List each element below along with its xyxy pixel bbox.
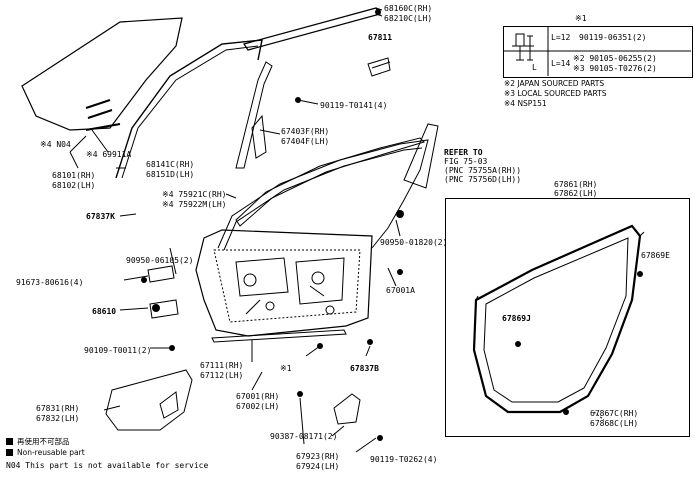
legend-part-90105-t0276: ※3 90105-T0276(2): [573, 64, 657, 73]
part-label[interactable]: 68102(LH): [52, 181, 96, 190]
part-label[interactable]: ※1: [280, 364, 292, 373]
door-shield: [105, 369, 193, 431]
part-label[interactable]: 67924(LH): [296, 462, 340, 471]
door-lower-seal: [211, 329, 347, 343]
part-label[interactable]: 68101(RH): [52, 171, 96, 180]
legend-length-14: L=14: [551, 59, 571, 68]
part-label[interactable]: 90387-08171(2): [270, 432, 338, 441]
part-label[interactable]: 67811: [368, 33, 393, 42]
door-stay: [333, 393, 361, 425]
legend-part-90119: 90119-06351(2): [579, 33, 647, 42]
part-label[interactable]: 67867C(RH): [590, 409, 639, 418]
glass-run: [115, 39, 263, 179]
part-label[interactable]: 67861(RH): [554, 180, 598, 189]
part-label[interactable]: 67831(RH): [36, 404, 80, 413]
note-japan: ※2 JAPAN SOURCED PARTS: [504, 79, 605, 88]
frame-moulding: [235, 137, 425, 227]
part-label[interactable]: 67869J: [502, 314, 531, 323]
footer-n04-note: N04 This part is not available for servi…: [6, 461, 209, 470]
part-label[interactable]: 67832(LH): [36, 414, 80, 423]
part-label[interactable]: ※4 N04: [40, 140, 71, 149]
refer-label[interactable]: REFER TO: [444, 148, 483, 157]
fastener-legend: [503, 26, 693, 78]
division-bar: [235, 61, 273, 169]
roof-moulding: [243, 7, 381, 51]
legend-title: ※1: [575, 14, 587, 23]
bullet-icon: [6, 449, 13, 456]
door-weatherstrip: [472, 224, 642, 414]
part-label[interactable]: 67869E: [641, 251, 670, 260]
part-label[interactable]: 90119-T0141(4): [320, 101, 388, 110]
weatherstrip-kit-box: [445, 198, 690, 437]
part-label[interactable]: 67001A: [386, 286, 415, 295]
rear-garnish: [403, 123, 439, 189]
hinge-upper: [147, 265, 175, 283]
part-label[interactable]: 68160C(RH): [384, 4, 433, 13]
footer-nonreusable-jp: 再使用不可部品: [6, 437, 70, 446]
footer-nonreusable-en: Non-reusable part: [6, 448, 85, 457]
part-label[interactable]: ※4 69911A: [86, 150, 132, 159]
part-label[interactable]: 90950-01820(2): [380, 238, 448, 247]
legend-length-12: L=12: [551, 33, 571, 42]
part-label[interactable]: 90950-06105(2): [126, 256, 194, 265]
note-local: ※3 LOCAL SOURCED PARTS: [504, 89, 607, 98]
part-label[interactable]: 68141C(RH): [146, 160, 195, 169]
door-glass: [21, 17, 183, 131]
part-label[interactable]: 90109-T0011(2): [84, 346, 152, 355]
door-frame: [217, 139, 429, 249]
legend-part-90105-06255: ※2 90105-06255(2): [573, 54, 657, 63]
part-label[interactable]: 68151D(LH): [146, 170, 195, 179]
refer-label[interactable]: (PNC 75755A(RH)): [444, 166, 522, 175]
note-nsp151: ※4 NSP151: [504, 99, 547, 108]
part-label[interactable]: ※4 75922M(LH): [162, 200, 227, 209]
part-label[interactable]: 67923(RH): [296, 452, 340, 461]
bullet-icon: [6, 438, 13, 445]
part-label[interactable]: 67001(RH): [236, 392, 280, 401]
part-label[interactable]: 67837K: [86, 212, 115, 221]
part-label[interactable]: 67862(LH): [554, 189, 598, 198]
part-label[interactable]: 90119-T0262(4): [370, 455, 438, 464]
part-label[interactable]: 68210C(LH): [384, 14, 433, 23]
part-label[interactable]: 67868C(LH): [590, 419, 639, 428]
part-label[interactable]: 67403F(RH): [281, 127, 330, 136]
part-label[interactable]: 67404F(LH): [281, 137, 330, 146]
hinge-lower: [149, 299, 179, 319]
legend-dimension: L: [532, 63, 537, 72]
part-label[interactable]: ※4 75921C(RH): [162, 190, 227, 199]
refer-label[interactable]: FIG 75-03: [444, 157, 488, 166]
part-label[interactable]: 91673-80616(4): [16, 278, 84, 287]
door-panel: [195, 229, 373, 337]
part-label[interactable]: 67112(LH): [200, 371, 244, 380]
part-label[interactable]: 67111(RH): [200, 361, 244, 370]
part-label[interactable]: 67837B: [350, 364, 379, 373]
refer-label[interactable]: (PNC 75756D(LH)): [444, 175, 522, 184]
part-label[interactable]: 68610: [92, 307, 117, 316]
part-label[interactable]: 67002(LH): [236, 402, 280, 411]
